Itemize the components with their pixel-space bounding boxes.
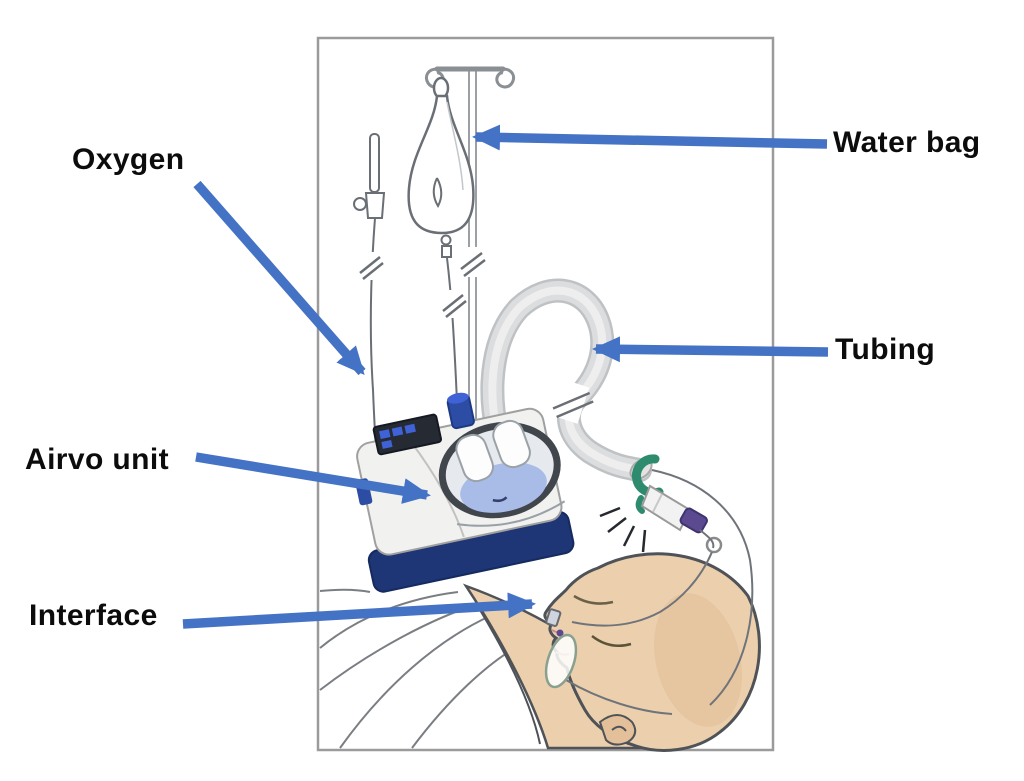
airvo-unit-label: Airvo unit: [25, 443, 169, 476]
interface-label: Interface: [29, 599, 158, 632]
nasal-interface-drawing: [544, 469, 754, 715]
tubing-arrow: [592, 336, 829, 363]
water-bag-arrow: [472, 124, 828, 151]
click-spark-lines: [599, 506, 647, 553]
corrugated-tubing-drawing: [480, 278, 652, 482]
water-bag-label: Water bag: [833, 126, 981, 159]
tubing-label: Tubing: [835, 333, 936, 366]
oxygen-arrow: [193, 180, 366, 376]
interface-arrow: [182, 592, 536, 629]
purple-connector: [679, 507, 708, 534]
oxygen-label: Oxygen: [72, 143, 185, 176]
tube-connector-drawing: [599, 454, 723, 554]
airvo-unit-arrow: [195, 452, 431, 504]
airvo-unit-drawing: [355, 392, 575, 593]
